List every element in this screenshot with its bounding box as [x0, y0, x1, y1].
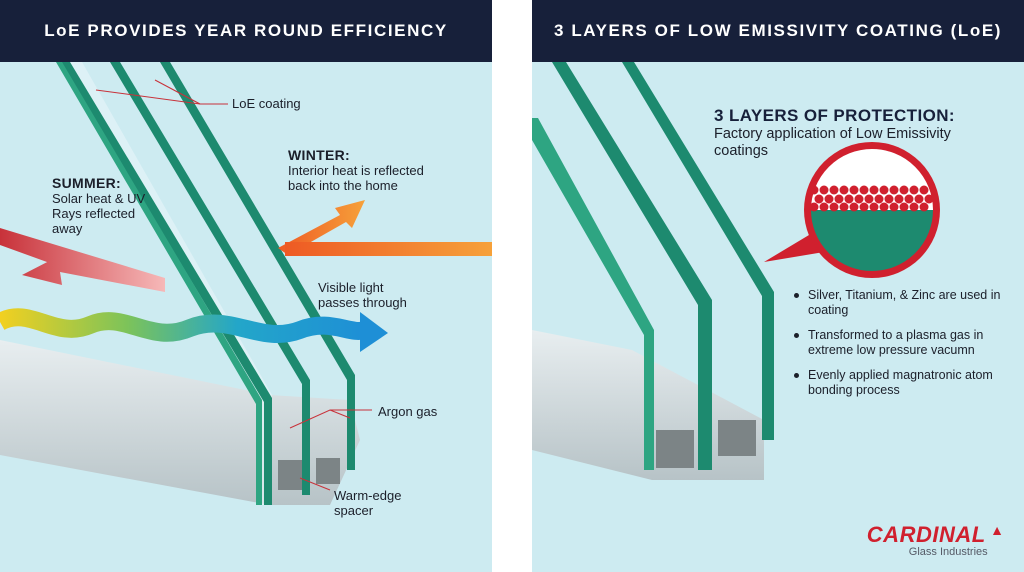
right-title: 3 LAYERS OF LOW EMISSIVITY COATING (LoE)	[553, 21, 1003, 40]
right-banner: 3 LAYERS OF LOW EMISSIVITY COATING (LoE)	[532, 0, 1024, 62]
loe-coating-label: LoE coating	[232, 96, 301, 111]
left-panel: LoE PROVIDES YEAR ROUND EFFICIENCY LoE c…	[0, 0, 492, 572]
coating-bullets: Silver, Titanium, & Zinc are used in coa…	[794, 288, 1004, 408]
spacer-right	[718, 420, 756, 456]
list-item: Silver, Titanium, & Zinc are used in coa…	[794, 288, 1004, 318]
coating-layers-diagram	[532, 62, 940, 480]
list-item: Transformed to a plasma gas in extreme l…	[794, 328, 1004, 358]
summer-heading: SUMMER:	[52, 175, 121, 191]
logo-tagline: Glass Industries	[908, 546, 988, 558]
argon-gas-label: Argon gas	[378, 404, 438, 419]
summer-text: Solar heat & UV Rays reflected away	[52, 191, 146, 236]
cardinal-logo: CARDINAL ▲ Glass Industries	[867, 522, 1004, 558]
protection-text: Factory application of Low Emissivity co…	[714, 126, 951, 159]
winter-heat-bar	[285, 242, 492, 256]
winter-label: WINTER: Interior heat is reflected back …	[288, 147, 438, 194]
visible-light-label: Visible light passes through	[318, 280, 407, 310]
right-panel: 3 LAYERS OF LOW EMISSIVITY COATING (LoE)…	[532, 0, 1024, 572]
spacer-left	[656, 430, 694, 468]
spacer-left	[278, 460, 302, 490]
list-item: Evenly applied magnatronic atom bonding …	[794, 368, 1004, 398]
visible-light-wave	[0, 308, 368, 343]
winter-text: Interior heat is reflected back into the…	[288, 163, 424, 193]
summer-label: SUMMER: Solar heat & UV Rays reflected a…	[52, 175, 162, 237]
spacer-right	[316, 458, 340, 484]
glass-panes	[532, 62, 774, 470]
winter-heading: WINTER:	[288, 147, 350, 163]
summer-arrow	[0, 228, 165, 292]
leader-lines	[95, 79, 372, 491]
light-arrowhead	[360, 312, 388, 352]
cardinal-bird-icon: ▲	[990, 522, 1004, 538]
logo-name: CARDINAL	[866, 522, 986, 547]
coating-magnifier-icon	[764, 142, 940, 278]
window-cross-section-diagram	[0, 62, 492, 505]
protection-heading: 3 LAYERS OF PROTECTION:	[714, 106, 955, 125]
spacer-label: Warm-edge spacer	[334, 488, 402, 518]
winter-arrow	[278, 200, 365, 255]
left-title: LoE PROVIDES YEAR ROUND EFFICIENCY	[44, 21, 448, 40]
left-banner: LoE PROVIDES YEAR ROUND EFFICIENCY	[0, 0, 492, 62]
